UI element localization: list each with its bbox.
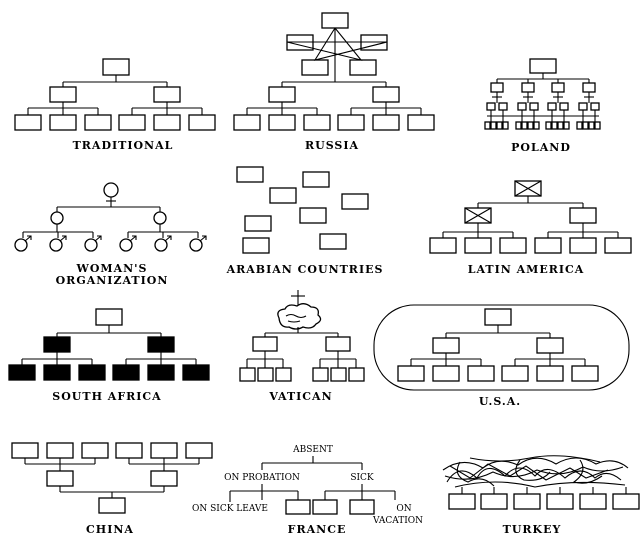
chart-poland: POLAND bbox=[484, 58, 601, 154]
male-symbol-icon bbox=[84, 235, 102, 252]
male-symbol-icon bbox=[154, 235, 172, 252]
chart-china: CHINA bbox=[11, 442, 213, 535]
caption-usa: U.S.A. bbox=[479, 395, 521, 408]
poland-leaf-row bbox=[484, 121, 601, 130]
france-vacation-label: VACATION bbox=[372, 516, 423, 526]
caption-south-africa: SOUTH AFRICA bbox=[52, 390, 161, 403]
chart-usa: U.S.A. bbox=[373, 304, 630, 408]
caption-china: CHINA bbox=[86, 523, 134, 535]
chart-south-africa: SOUTH AFRICA bbox=[8, 308, 210, 403]
france-on-label: ON bbox=[396, 504, 411, 514]
caption-france: FRANCE bbox=[288, 523, 347, 535]
female-symbol-icon bbox=[103, 182, 119, 205]
caption-russia: RUSSIA bbox=[305, 139, 359, 152]
cloud-icon bbox=[277, 303, 322, 330]
france-absent-label: ABSENT bbox=[292, 445, 333, 455]
caption-traditional: TRADITIONAL bbox=[73, 139, 174, 152]
turkey-tangle bbox=[442, 455, 629, 488]
caption-womans-line1: WOMAN'S bbox=[75, 262, 147, 275]
female-symbol-icon bbox=[153, 211, 167, 225]
chart-vatican: VATICAN bbox=[239, 290, 365, 403]
female-symbol-icon bbox=[50, 211, 64, 225]
chart-latin-america: LATIN AMERICA bbox=[429, 180, 632, 276]
chart-france: ABSENT ON PROBATION SICK ON SICK LEAVE O… bbox=[192, 445, 423, 535]
france-on-sick-leave-label: ON SICK LEAVE bbox=[192, 504, 268, 514]
caption-arabian-countries: ARABIAN COUNTRIES bbox=[226, 263, 384, 276]
male-symbol-icon bbox=[189, 235, 207, 252]
caption-poland: POLAND bbox=[511, 141, 571, 154]
france-sick-label: SICK bbox=[350, 473, 374, 483]
male-symbol-icon bbox=[49, 235, 67, 252]
chart-womans-organization: WOMAN'S ORGANIZATION bbox=[14, 182, 207, 287]
caption-womans-line2: ORGANIZATION bbox=[56, 274, 169, 287]
caption-vatican: VATICAN bbox=[268, 390, 332, 403]
male-symbol-icon bbox=[14, 235, 32, 252]
chart-arabian-countries: ARABIAN COUNTRIES bbox=[226, 166, 384, 276]
caption-latin-america: LATIN AMERICA bbox=[468, 263, 585, 276]
chart-russia: RUSSIA bbox=[233, 12, 435, 152]
chart-turkey: TURKEY bbox=[442, 455, 640, 535]
caption-turkey: TURKEY bbox=[503, 523, 562, 535]
male-symbol-icon bbox=[119, 235, 137, 252]
chart-traditional: TRADITIONAL bbox=[14, 58, 216, 152]
france-on-probation-label: ON PROBATION bbox=[224, 473, 300, 483]
male-symbols-row bbox=[14, 235, 207, 252]
